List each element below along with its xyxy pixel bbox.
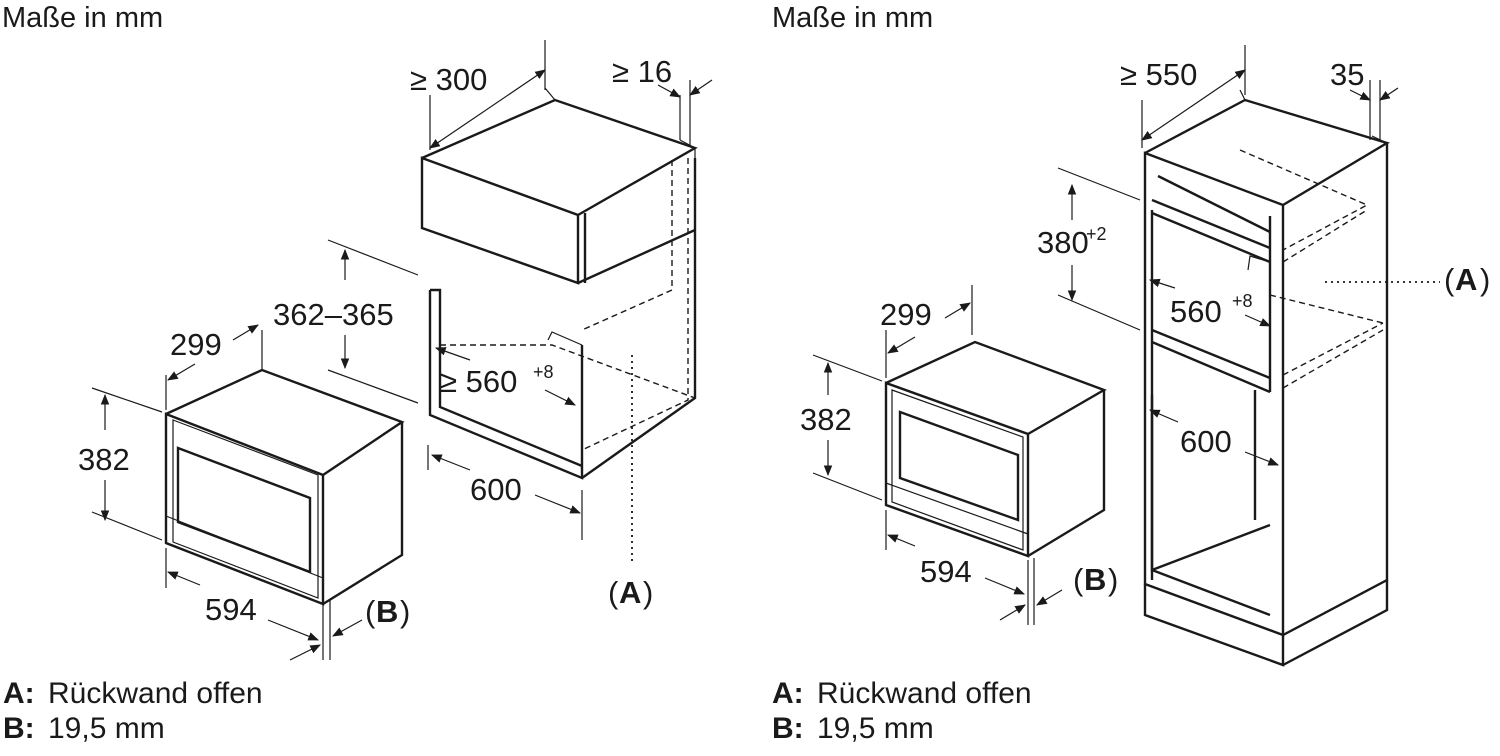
left-dim-depth-min: ≥ 300 [410,62,487,97]
right-dim-appliance-width: 594 [920,554,972,589]
right-legend-b-key: B: [772,712,804,745]
left-legend-a-text: Rückwand offen [48,677,263,710]
right-legend-b-text: 19,5 mm [817,712,934,745]
right-ref-a-open: ( [1444,262,1455,297]
right-ref-a-close: ) [1480,262,1490,297]
left-dim-height-range: 362–365 [273,297,394,332]
right-panel: Maße in mm [772,2,1490,745]
right-ref-a: A [1455,262,1477,297]
right-dimension-lines [1057,45,1399,466]
right-appliance-dims [812,285,1063,625]
right-header: Maße in mm [772,2,933,34]
right-dim-appliance-height: 382 [800,402,852,437]
left-dim-width-inner: ≥ 560 [440,364,517,399]
right-dim-depth-600: 600 [1180,424,1232,459]
right-legend-a-text: Rückwand offen [817,677,1032,710]
left-dim-width-tol: +8 [533,362,554,382]
right-ref-b: B [1084,562,1106,597]
right-dim-appliance-depth: 299 [880,297,932,332]
right-dim-width-tol: +8 [1232,291,1253,311]
right-ref-b-open: ( [1073,562,1084,597]
left-ref-a: A [619,575,641,610]
right-ref-b-close: ) [1108,562,1118,597]
left-ref-b-open: ( [365,594,376,629]
left-dim-appliance-height: 382 [78,442,130,477]
left-ref-b: B [376,594,398,629]
right-dim-depth-min: ≥ 550 [1120,57,1197,92]
right-appliance [884,340,1107,558]
left-appliance-dims [91,324,363,661]
left-legend-b-text: 19,5 mm [48,712,165,745]
left-dim-appliance-depth: 299 [170,327,222,362]
right-dim-width-inner: 560 [1170,294,1222,329]
left-dim-appliance-width: 594 [205,592,257,627]
left-legend-a-key: A: [3,677,35,710]
right-tall-cabinet [1143,89,1440,667]
left-dimension-lines [327,40,713,540]
right-dim-height-tol: +2 [1086,224,1107,244]
left-niche [428,158,697,565]
left-upper-cabinet [420,87,698,285]
right-legend-a-key: A: [772,677,804,710]
right-dim-gap: 35 [1330,57,1364,92]
left-legend-b-key: B: [3,712,35,745]
right-dim-height: 380 [1037,225,1089,260]
left-header: Maße in mm [2,2,163,34]
left-ref-a-close: ) [643,575,653,610]
left-appliance [164,368,405,606]
left-ref-b-close: ) [400,594,410,629]
left-dim-gap-min: ≥ 16 [612,54,672,89]
left-dim-depth-600: 600 [470,472,522,507]
left-panel: Maße in mm [2,2,713,745]
left-ref-a-open: ( [608,575,619,610]
